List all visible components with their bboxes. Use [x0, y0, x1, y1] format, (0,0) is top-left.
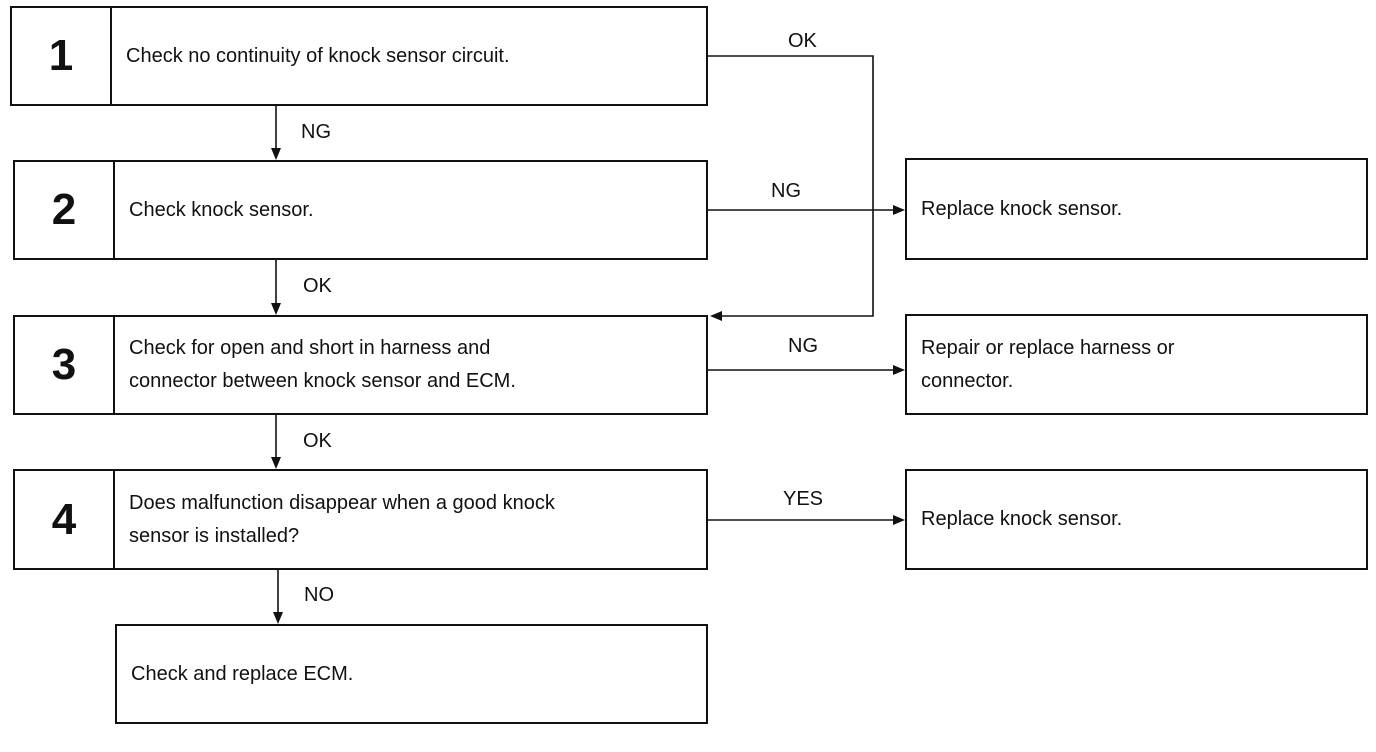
- step-2-number: 2: [15, 162, 115, 258]
- label-step2-ng: NG: [771, 180, 801, 202]
- action-replace-knock-sensor-1: Replace knock sensor.: [905, 158, 1368, 260]
- arrowhead-step1-ok-bypass: [710, 311, 722, 321]
- arrowhead-final: [273, 612, 283, 624]
- action-3-text: Replace knock sensor.: [921, 508, 1123, 530]
- final-step-text: Check and replace ECM.: [131, 662, 354, 685]
- action-repair-harness: Repair or replace harness or connector.: [905, 314, 1368, 415]
- label-step3-ok: OK: [303, 430, 332, 452]
- step-1-number: 1: [12, 8, 112, 104]
- arrowhead-step4-yes: [893, 515, 905, 525]
- connector-step1-ok-bypass: [708, 55, 874, 317]
- step-2-box: 2 Check knock sensor.: [13, 160, 708, 260]
- arrowhead-step2: [271, 148, 281, 160]
- label-step1-ng: NG: [301, 121, 331, 143]
- step-4-box: 4 Does malfunction disappear when a good…: [13, 469, 708, 570]
- final-step-box: Check and replace ECM.: [115, 624, 708, 724]
- label-step1-ok: OK: [788, 30, 817, 52]
- action-1-text: Replace knock sensor.: [921, 197, 1123, 220]
- step-1-text: Check no continuity of knock sensor circ…: [126, 44, 510, 67]
- label-step4-yes: YES: [783, 488, 824, 510]
- label-step4-no: NO: [304, 584, 334, 606]
- step-3-text: Check for open and short in harness and …: [129, 337, 516, 392]
- step-2-text: Check knock sensor.: [129, 198, 314, 221]
- arrowhead-step3-ng: [893, 365, 905, 375]
- step-3-box: 3 Check for open and short in harness an…: [13, 315, 708, 415]
- label-step3-ng: NG: [788, 335, 818, 357]
- step-1-box: 1 Check no continuity of knock sensor ci…: [10, 6, 708, 106]
- step-4-text: Does malfunction disappear when a good k…: [129, 491, 555, 547]
- arrowhead-step3: [271, 303, 281, 315]
- arrowhead-step4: [271, 457, 281, 469]
- step-4-number: 4: [15, 471, 115, 568]
- step-3-number: 3: [15, 317, 115, 413]
- arrowhead-step2-ng: [893, 205, 905, 215]
- action-2-text: Repair or replace harness or connector.: [921, 336, 1175, 392]
- action-replace-knock-sensor-2: Replace knock sensor.: [905, 469, 1368, 570]
- label-step2-ok: OK: [303, 275, 332, 297]
